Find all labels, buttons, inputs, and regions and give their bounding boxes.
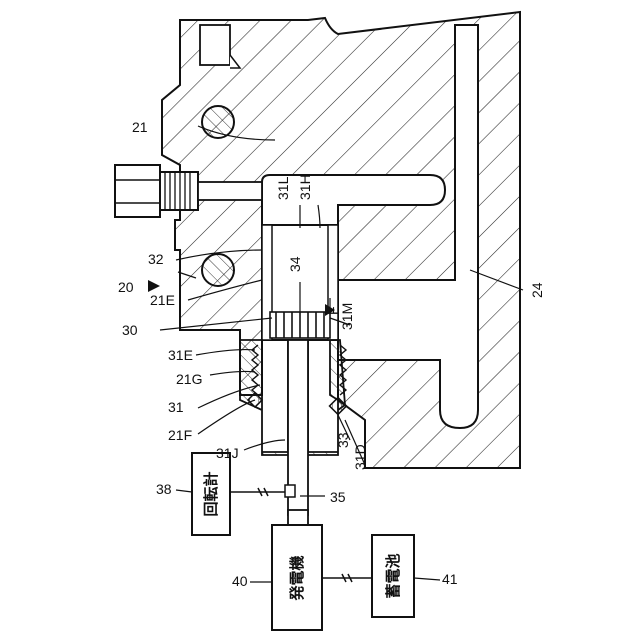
label-33: 33 xyxy=(335,432,351,448)
label-32: 32 xyxy=(148,251,164,267)
label-38: 38 xyxy=(156,481,172,497)
label-34: 34 xyxy=(287,256,303,272)
pin-lower xyxy=(202,254,234,286)
battery-label: 蓄電池 xyxy=(384,553,402,598)
generator-shaft-coupler xyxy=(288,510,308,525)
label-31L: 31L xyxy=(275,176,291,200)
label-31D: 31D xyxy=(352,444,368,470)
label-21G: 21G xyxy=(176,371,202,387)
label-21: 21 xyxy=(132,119,148,135)
arrow-20 xyxy=(148,280,160,292)
turbine-34 xyxy=(270,312,330,338)
label-41: 41 xyxy=(442,571,458,587)
label-31: 31 xyxy=(168,399,184,415)
label-24: 24 xyxy=(529,282,545,298)
label-20: 20 xyxy=(118,279,134,295)
label-30: 30 xyxy=(122,322,138,338)
label-40: 40 xyxy=(232,573,248,589)
label-21E: 21E xyxy=(150,292,175,308)
label-31H: 31H xyxy=(297,174,313,200)
label-31E: 31E xyxy=(168,347,193,363)
generator-label: 発電機 xyxy=(288,555,306,601)
top-pocket xyxy=(200,25,230,65)
label-31J: 31J xyxy=(216,445,239,461)
label-31M: 31M xyxy=(339,303,355,330)
tachometer-label: 回転計 xyxy=(202,471,220,516)
label-21F: 21F xyxy=(168,427,192,443)
label-35: 35 xyxy=(330,489,346,505)
encoder-mark xyxy=(285,485,295,497)
